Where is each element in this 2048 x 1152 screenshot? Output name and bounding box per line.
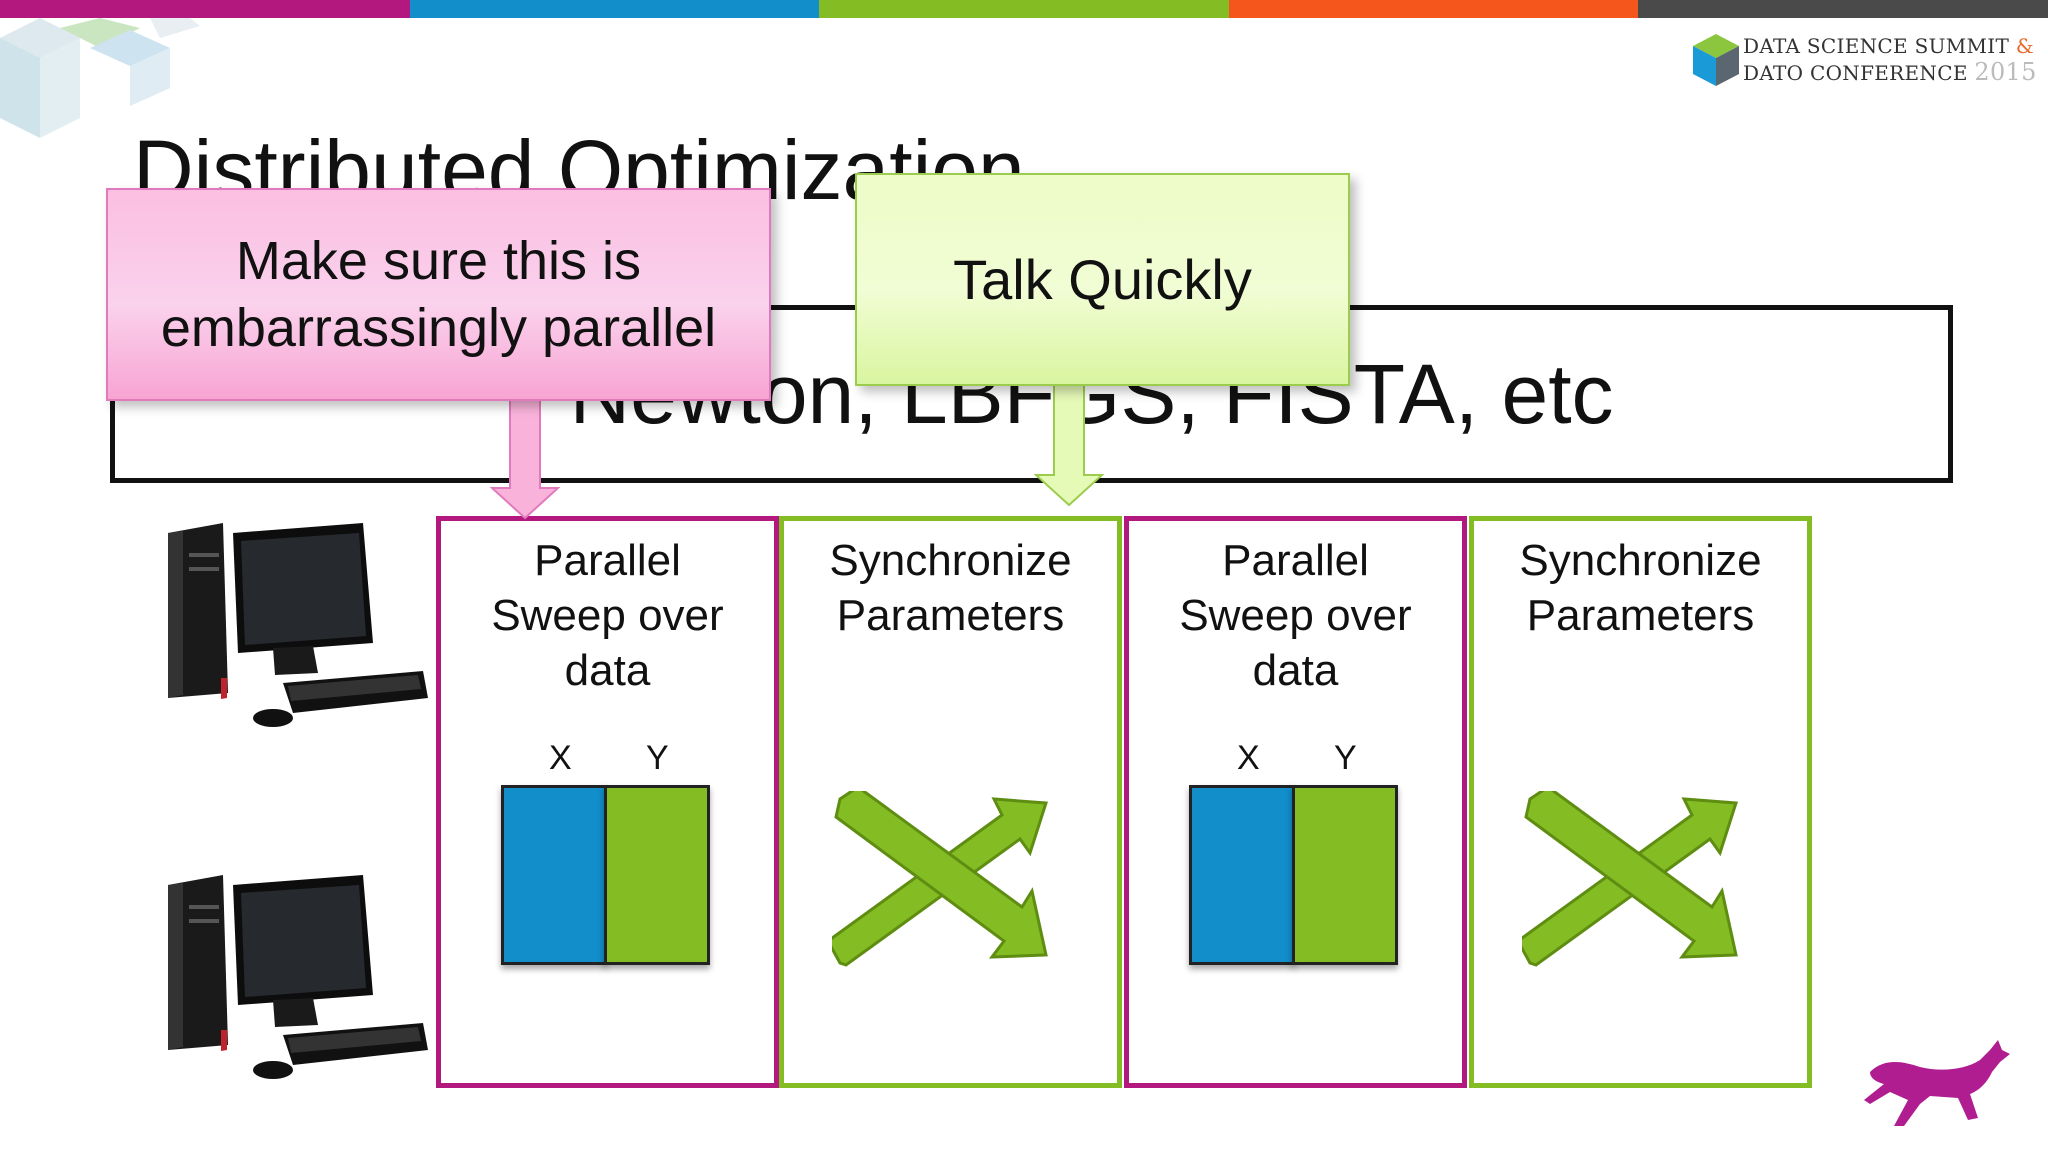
dog-mascot-icon [1864,1040,2010,1126]
logo-line2: DATO CONFERENCE [1743,61,1968,85]
parallel-callout: Make sure this is embarrassingly paralle… [106,188,771,401]
stage-label: Parallel Sweep over data [441,533,774,698]
stage-synchronize-2: Synchronize Parameters [1469,516,1812,1088]
decorative-cubes-icon [0,18,200,138]
y-label: Y [646,739,669,777]
y-label: Y [1334,739,1357,777]
cube-cluster-logo-icon [1693,34,1739,86]
pink-callout-pointer [490,398,560,520]
green-callout-pointer [1034,383,1104,507]
desktop-computer-icon [168,875,428,1079]
stage-label: Parallel Sweep over data [1129,533,1462,698]
y-data-column [604,785,710,965]
logo-line1: DATA SCIENCE SUMMIT [1743,34,2010,58]
x-label: X [1237,739,1260,777]
y-data-column [1292,785,1398,965]
stage-label-line2: Parameters [836,591,1065,640]
stage-label-line2: Sweep over [1179,591,1412,640]
logo-amp: & [2015,34,2034,58]
stage-label-line1: Synchronize [1519,536,1762,585]
stage-label: Synchronize Parameters [784,533,1117,643]
conference-logo-text: DATA SCIENCE SUMMIT & DATO CONFERENCE 20… [1743,33,2037,86]
stage-label-line2: Sweep over [491,591,724,640]
x-label: X [549,739,572,777]
stage-synchronize-1: Synchronize Parameters [779,516,1122,1088]
crossing-arrows-icon [832,791,1049,967]
stage-label-line3: data [1252,646,1339,695]
color-bar-green [819,0,1229,18]
x-data-column [1189,785,1295,965]
talk-quickly-callout: Talk Quickly [855,173,1350,386]
color-bar-magenta [0,0,410,18]
stage-parallel-sweep-2: Parallel Sweep over data X Y [1124,516,1467,1088]
color-bar-blue [409,0,820,18]
stage-parallel-sweep-1: Parallel Sweep over data X Y [436,516,779,1088]
logo-year: 2015 [1974,58,2037,86]
stage-label-line3: data [564,646,651,695]
stage-label: Synchronize Parameters [1474,533,1807,643]
stage-label-line2: Parameters [1526,591,1755,640]
desktop-computer-icon [168,523,428,727]
stage-label-line1: Synchronize [829,536,1072,585]
crossing-arrows-icon [1522,791,1739,967]
stage-label-line1: Parallel [534,536,681,585]
color-bar-gray [1638,0,2048,18]
parallel-callout-line2: embarrassingly parallel [160,297,717,358]
stage-label-line1: Parallel [1222,536,1369,585]
color-bar-orange [1228,0,1639,18]
parallel-callout-line1: Make sure this is [235,230,642,291]
talk-quickly-text: Talk Quickly [953,248,1252,311]
x-data-column [501,785,607,965]
top-color-bar [0,0,2048,18]
